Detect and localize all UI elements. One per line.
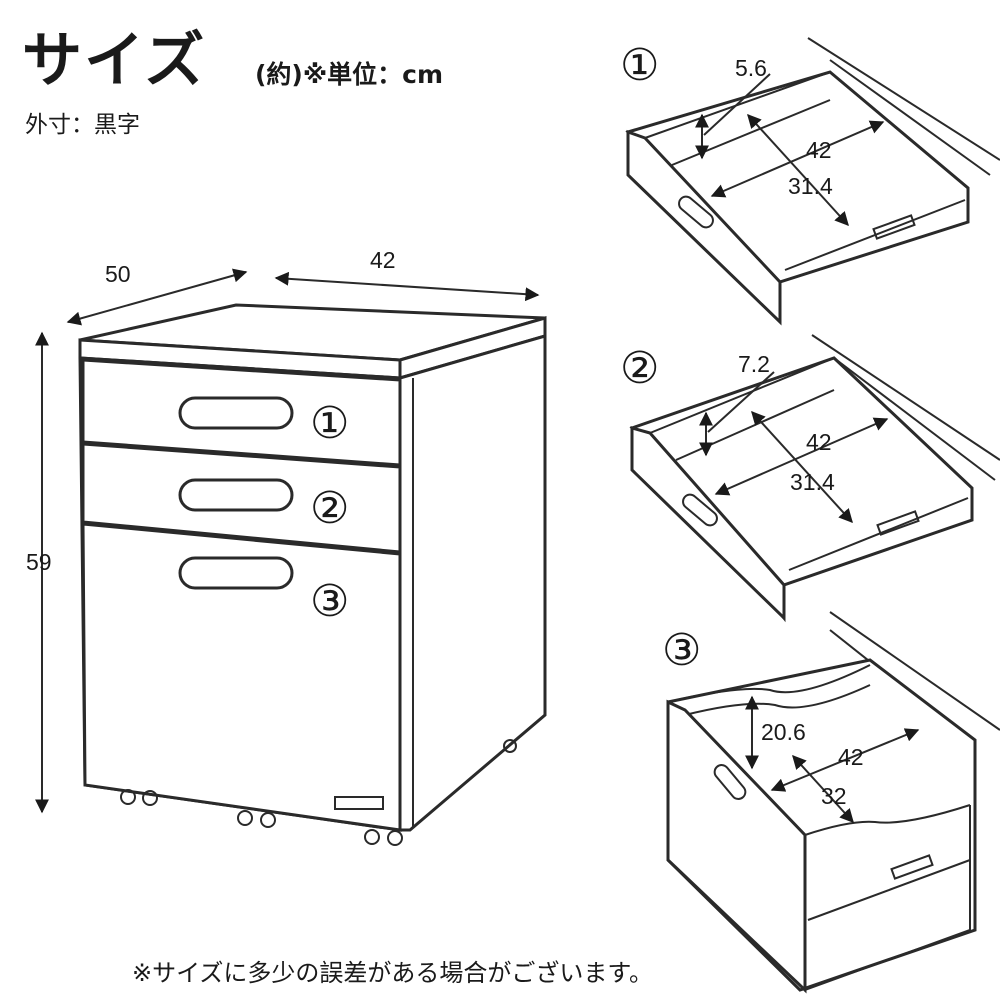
drawer-3-front	[81, 522, 402, 832]
drawer-2-inner-width: 31.4	[790, 469, 835, 495]
drawer-1-handle	[178, 396, 294, 430]
drawer-1-label: ①	[310, 398, 349, 449]
outer-dimension-note: 外寸：黒字	[25, 112, 140, 138]
label-plate	[334, 796, 384, 810]
drawer-2-handle	[178, 478, 294, 512]
drawer-1-width: 42	[806, 137, 832, 163]
drawer-1-detail-label: ①	[620, 40, 659, 91]
page-title: サイズ	[22, 26, 207, 96]
drawer-3-width: 42	[838, 744, 864, 770]
drawer-1-depth: 5.6	[735, 55, 767, 81]
cabinet-drawing: ① ② ③	[78, 303, 547, 846]
drawer-3-detail-label: ③	[662, 625, 701, 676]
drawer-1-detail: ① 5.6 42 31.4	[620, 37, 1000, 326]
drawer-3-detail: ③ 20.6 42 32	[662, 611, 1000, 994]
drawer-2-width: 42	[806, 429, 832, 455]
width-value: 42	[370, 247, 396, 273]
depth-arrow	[66, 268, 248, 326]
drawer-3-label: ③	[310, 576, 349, 627]
unit-note: (約)※単位：cm	[255, 60, 444, 89]
drawer-2-label: ②	[310, 483, 349, 534]
cabinet-side	[398, 334, 547, 832]
drawer-3-handle	[178, 556, 294, 590]
drawer-1-inner-width: 31.4	[788, 173, 833, 199]
depth-value: 50	[105, 261, 131, 287]
caster-icon	[120, 739, 517, 846]
height-value: 59	[26, 549, 52, 575]
width-arrow	[274, 271, 540, 302]
drawer-3-inner-width: 32	[821, 783, 847, 809]
disclaimer-note: ※サイズに多少の誤差がある場合がございます。	[132, 959, 653, 987]
drawer-2-detail: ② 7.2 42 31.4	[620, 334, 1000, 623]
drawer-2-depth: 7.2	[738, 351, 770, 377]
drawer-2-detail-label: ②	[620, 343, 659, 394]
drawer-3-depth: 20.6	[761, 719, 806, 745]
